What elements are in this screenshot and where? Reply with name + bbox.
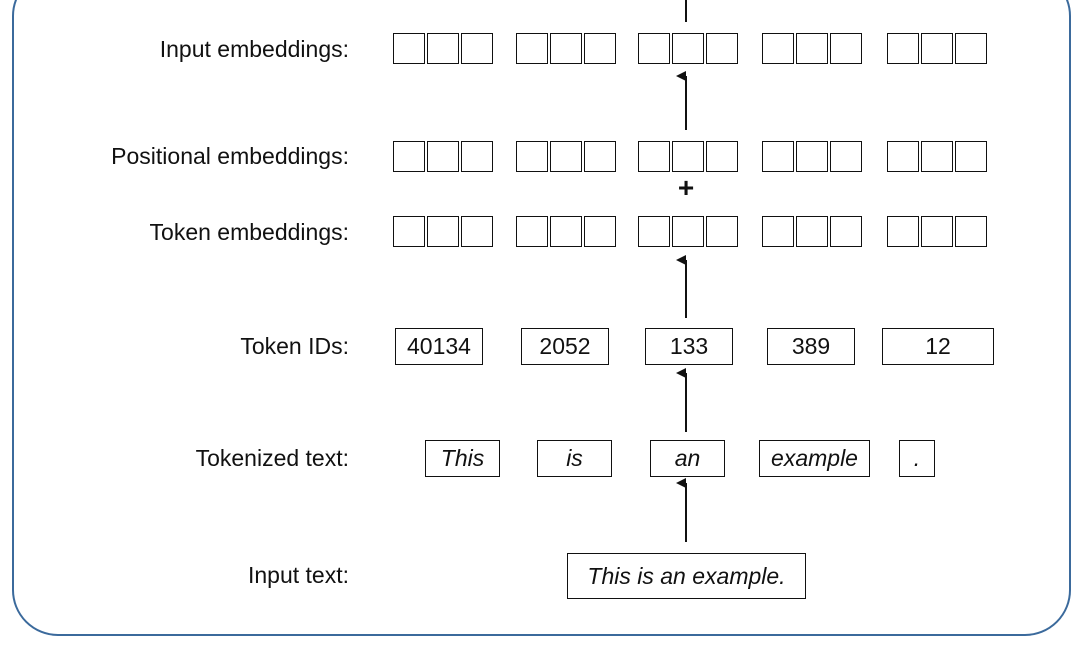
embedding-cell [427, 33, 459, 64]
embedding-cell [427, 141, 459, 172]
embedding-cell [706, 33, 738, 64]
embedding-cell [887, 216, 919, 247]
embedding-cell [638, 33, 670, 64]
embedding-cell [706, 216, 738, 247]
embedding-cell [762, 33, 794, 64]
input-text-label: Input text: [247, 562, 349, 588]
embedding-cell [672, 216, 704, 247]
embedding-cell [461, 141, 493, 172]
embedding-cell [584, 141, 616, 172]
token-id-box: 2052 [521, 328, 609, 365]
embedding-cell [584, 33, 616, 64]
token-box: . [899, 440, 935, 477]
embedding-cell [516, 216, 548, 247]
token-box: example [759, 440, 870, 477]
embedding-cell [955, 216, 987, 247]
embedding-cell [638, 141, 670, 172]
embedding-cell [461, 33, 493, 64]
token-id-box: 12 [882, 328, 994, 365]
embedding-cell [393, 33, 425, 64]
token-id-box: 389 [767, 328, 855, 365]
embedding-cell [461, 216, 493, 247]
embedding-cell [516, 141, 548, 172]
embedding-cell [955, 141, 987, 172]
positional-embeddings-label: Positional embeddings: [111, 143, 349, 169]
token-embeddings-label: Token embeddings: [149, 219, 349, 245]
embedding-cell [550, 33, 582, 64]
embedding-cell [921, 33, 953, 64]
token-box: This [425, 440, 500, 477]
embedding-cell [955, 33, 987, 64]
input-text-box: This is an example. [567, 553, 806, 599]
embedding-cell [921, 216, 953, 247]
embedding-cell [393, 141, 425, 172]
embedding-cell [796, 33, 828, 64]
embedding-cell [887, 141, 919, 172]
embedding-cell [921, 141, 953, 172]
embedding-cell [830, 141, 862, 172]
diagram-frame [12, 0, 1071, 636]
embedding-cell [672, 141, 704, 172]
embedding-cell [762, 216, 794, 247]
embedding-cell [584, 216, 616, 247]
tokenized-text-label: Tokenized text: [195, 445, 349, 471]
embedding-cell [706, 141, 738, 172]
embedding-cell [796, 216, 828, 247]
token-id-box: 40134 [395, 328, 483, 365]
plus-operator: + [677, 172, 695, 203]
embedding-cell [393, 216, 425, 247]
embedding-cell [796, 141, 828, 172]
embedding-cell [672, 33, 704, 64]
token-box: is [537, 440, 612, 477]
embedding-cell [830, 216, 862, 247]
token-id-box: 133 [645, 328, 733, 365]
embedding-cell [550, 141, 582, 172]
token-ids-label: Token IDs: [240, 333, 349, 359]
embedding-cell [762, 141, 794, 172]
token-box: an [650, 440, 725, 477]
embedding-cell [830, 33, 862, 64]
embedding-cell [638, 216, 670, 247]
embedding-cell [550, 216, 582, 247]
embedding-cell [887, 33, 919, 64]
embedding-cell [427, 216, 459, 247]
input-embeddings-label: Input embeddings: [159, 36, 349, 62]
embedding-cell [516, 33, 548, 64]
